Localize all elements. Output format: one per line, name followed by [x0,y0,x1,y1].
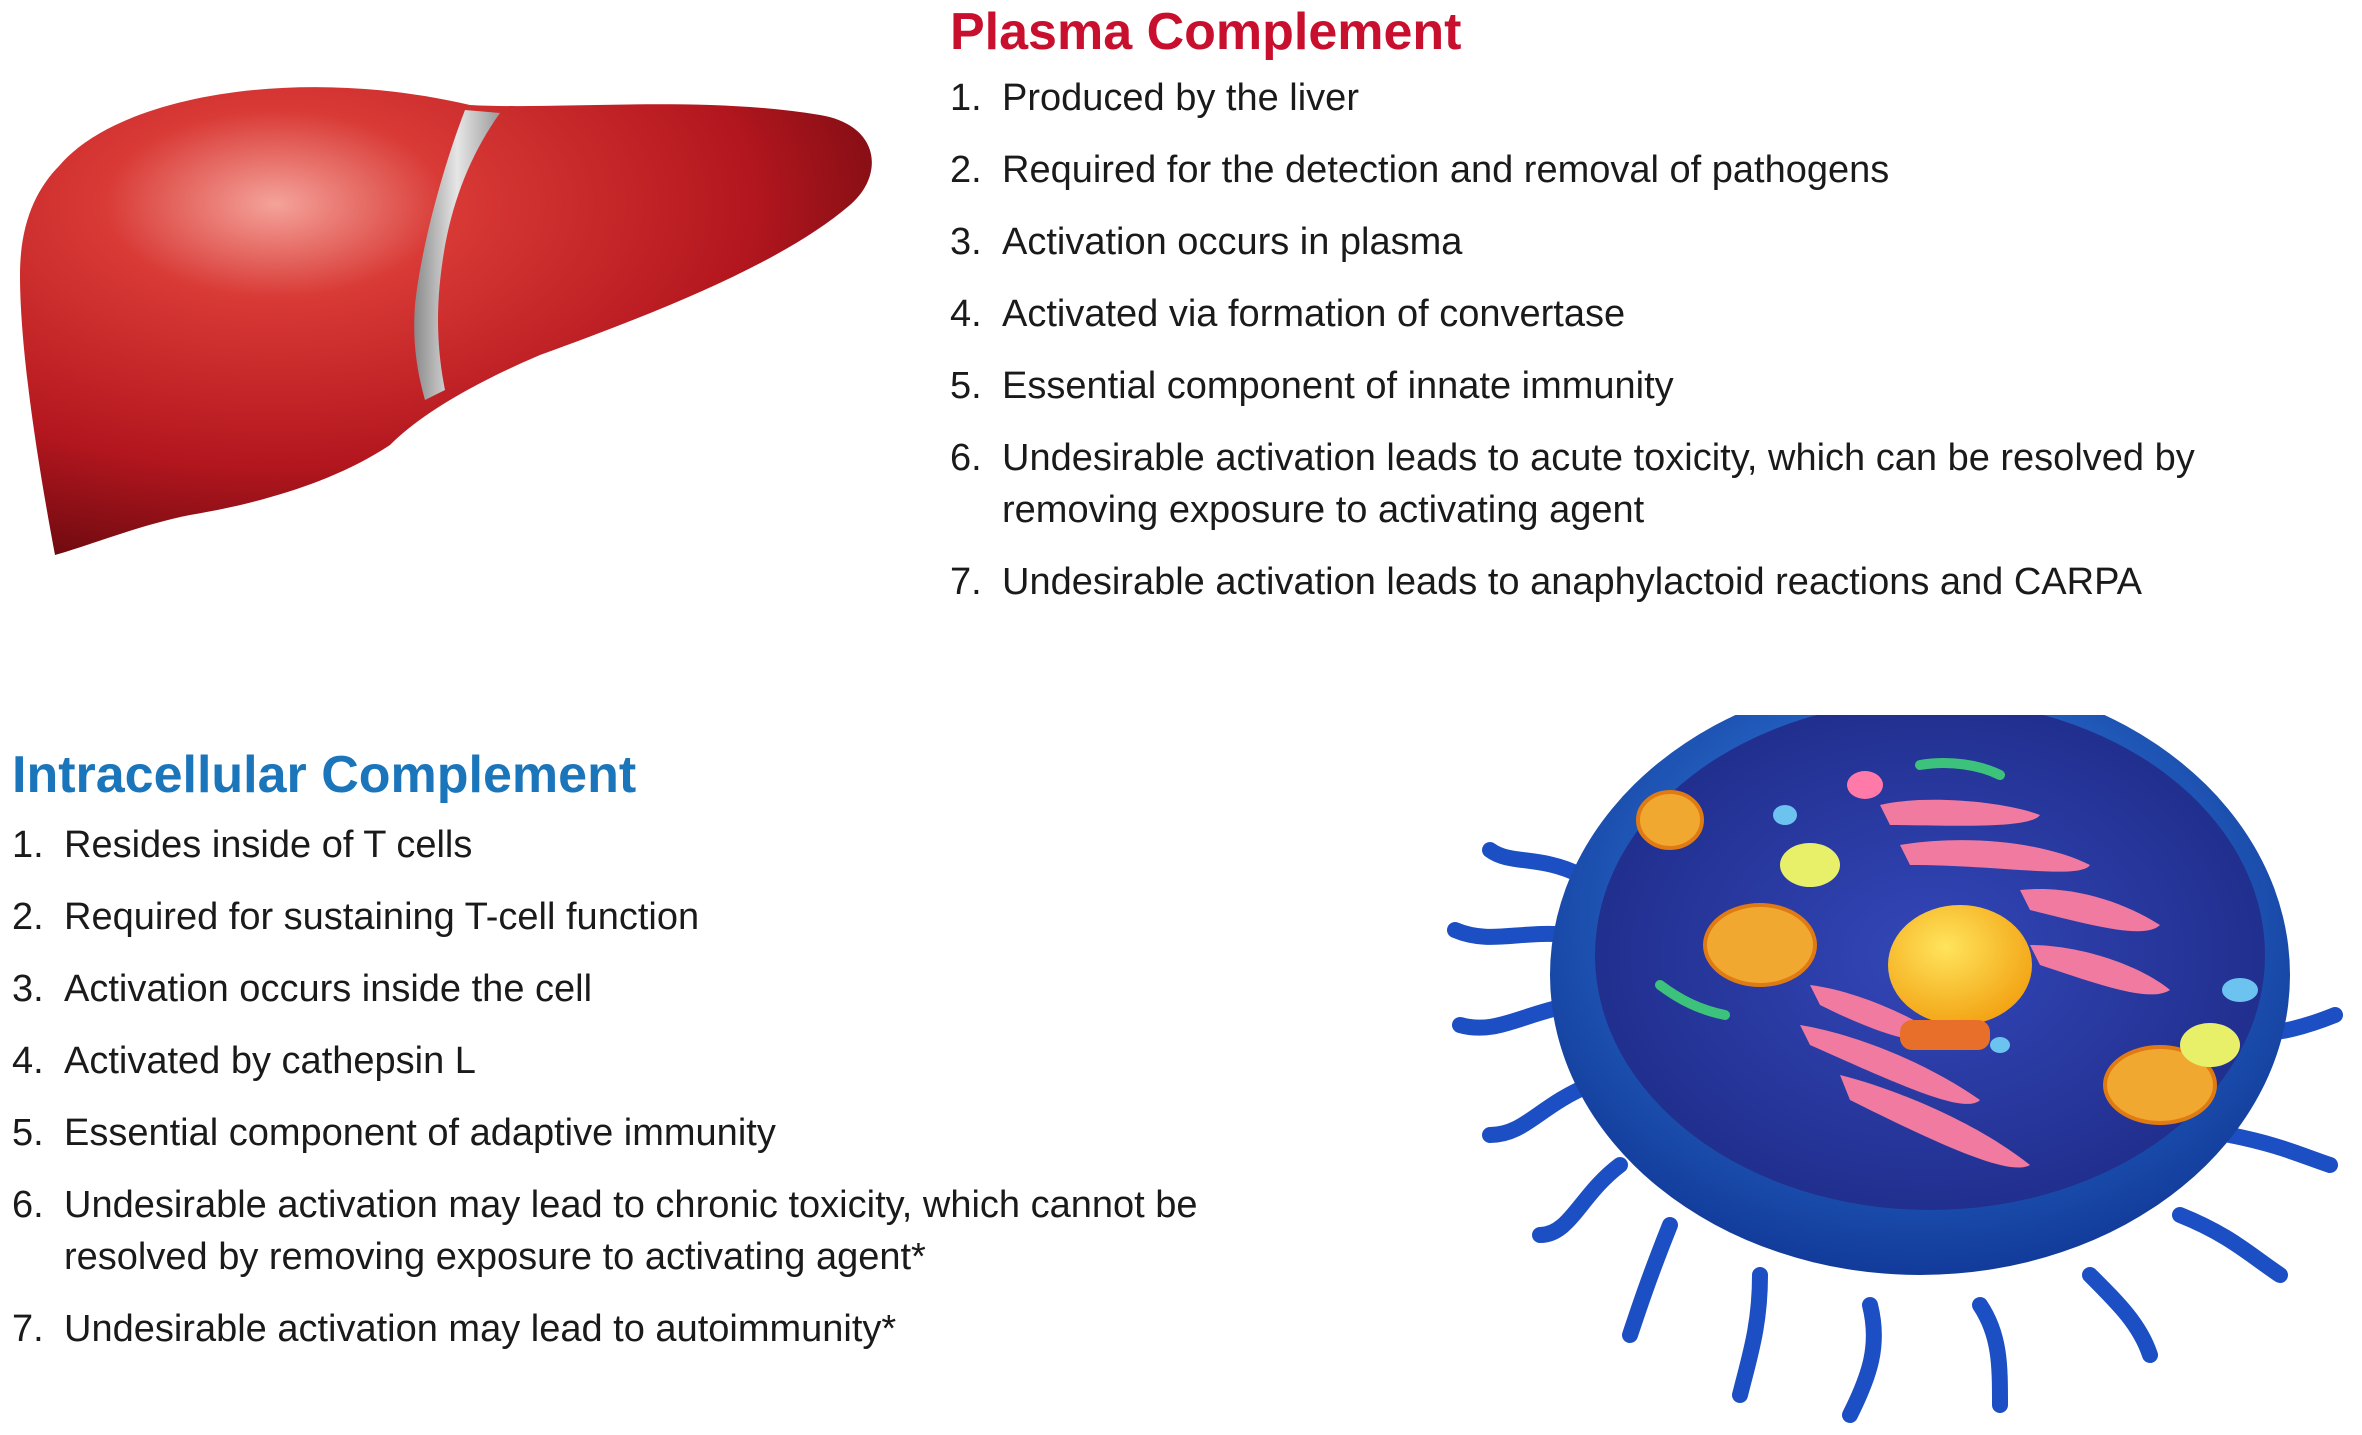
golgi-body [1900,1020,1990,1050]
mitochondria [1636,790,2217,1125]
vesicle [1990,1037,2010,1053]
item-text: Resides inside of T cells [64,824,473,866]
list-item: 5. Essential component of innate immunity [950,360,2360,412]
intracellular-complement-title: Intracellular Complement [12,746,637,804]
list-item: 3. Activation occurs in plasma [950,216,2360,268]
falciform-ligament [414,110,500,400]
lysosome [1847,771,1883,799]
intracellular-complement-list: 1. Resides inside of T cells 2. Required f… [12,819,1312,1355]
item-text: Undesirable activation leads to acute to… [1002,437,2195,531]
list-item: 6. Undesirable activation leads to acute … [950,432,2262,536]
list-item: 4. Activated by cathepsin L [12,1035,1312,1087]
item-number: 3. [12,968,44,1010]
cell-illustration [1447,715,2343,1423]
item-number: 6. [12,1184,44,1226]
vesicle [2180,1023,2240,1067]
liver-illustration [20,87,872,555]
item-number: 1. [12,824,44,866]
item-number: 7. [12,1308,44,1350]
item-number: 4. [950,293,982,335]
item-text: Essential component of innate immunity [1002,365,1674,407]
list-item: 5. Essential component of adaptive immuni… [12,1107,1312,1159]
plasma-complement-section: Plasma Complement 1. Produced by the live… [950,2,2360,628]
nucleus [1888,905,2032,1025]
item-text: Essential component of adaptive immunity [64,1112,776,1154]
list-item: 7. Undesirable activation leads to anaphy… [950,556,2360,608]
item-number: 6. [950,437,982,479]
endoplasmic-reticulum [1800,799,2170,1168]
list-item: 2. Required for the detection and removal… [950,144,2360,196]
item-number: 1. [950,77,982,119]
list-item: 1. Produced by the liver [950,72,2360,124]
item-text: Undesirable activation may lead to autoi… [64,1308,897,1350]
vesicle [1773,805,1797,825]
item-text: Activation occurs in plasma [1002,221,1463,263]
list-item: 4. Activated via formation of convertase [950,288,2360,340]
item-text: Activated by cathepsin L [64,1040,476,1082]
item-number: 2. [950,149,982,191]
item-text: Undesirable activation leads to anaphyla… [1002,561,2142,603]
item-number: 5. [950,365,982,407]
item-text: Activation occurs inside the cell [64,968,593,1010]
vesicle [2222,978,2258,1002]
list-item: 7. Undesirable activation may lead to aut… [12,1303,1312,1355]
item-number: 4. [12,1040,44,1082]
list-item: 2. Required for sustaining T-cell functio… [12,891,1312,943]
item-text: Required for the detection and removal o… [1002,149,1890,191]
item-text: Required for sustaining T-cell function [64,896,700,938]
intracellular-complement-section: Intracellular Complement 1. Resides insid… [12,745,1312,1375]
item-number: 5. [12,1112,44,1154]
item-number: 2. [12,896,44,938]
ribosome-strand [1655,980,1730,1020]
plasma-complement-title: Plasma Complement [950,3,1462,61]
item-text: Undesirable activation may lead to chron… [64,1184,1198,1278]
item-text: Activated via formation of convertase [1002,293,1626,335]
list-item: 3. Activation occurs inside the cell [12,963,1312,1015]
item-number: 7. [950,561,982,603]
liver-body [20,87,872,555]
list-item: 6. Undesirable activation may lead to chr… [12,1179,1324,1283]
ribosome-strand [1915,758,2005,780]
plasma-complement-list: 1. Produced by the liver 2. Required for t… [950,72,2360,608]
list-item: 1. Resides inside of T cells [12,819,1312,871]
item-number: 3. [950,221,982,263]
item-text: Produced by the liver [1002,77,1359,119]
vesicle [1780,843,1840,887]
